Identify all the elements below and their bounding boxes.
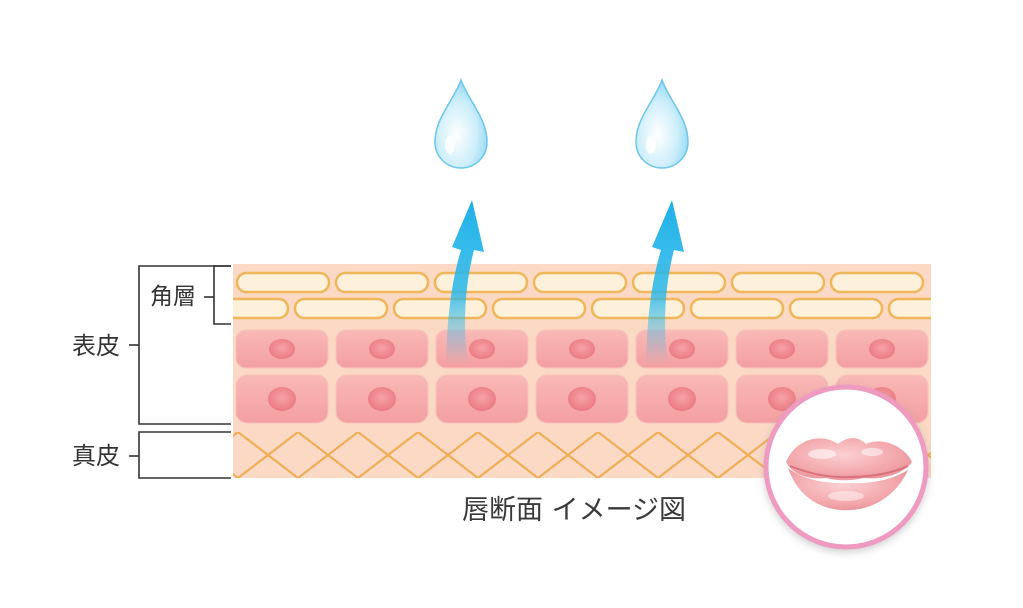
evaporation-arrow-icon — [446, 200, 484, 365]
lips-icon — [763, 384, 929, 550]
layer-brackets — [129, 265, 231, 479]
stratum-corneum-label: 角層 — [150, 284, 196, 310]
evaporation-arrow-icon — [646, 200, 684, 365]
water-droplet-icon — [635, 77, 689, 169]
diagram-caption: 唇断面 イメージ図 — [462, 495, 687, 526]
dermis-label: 真皮 — [72, 442, 120, 470]
epidermis-label: 表皮 — [72, 332, 120, 360]
water-droplet-icon — [434, 77, 488, 169]
